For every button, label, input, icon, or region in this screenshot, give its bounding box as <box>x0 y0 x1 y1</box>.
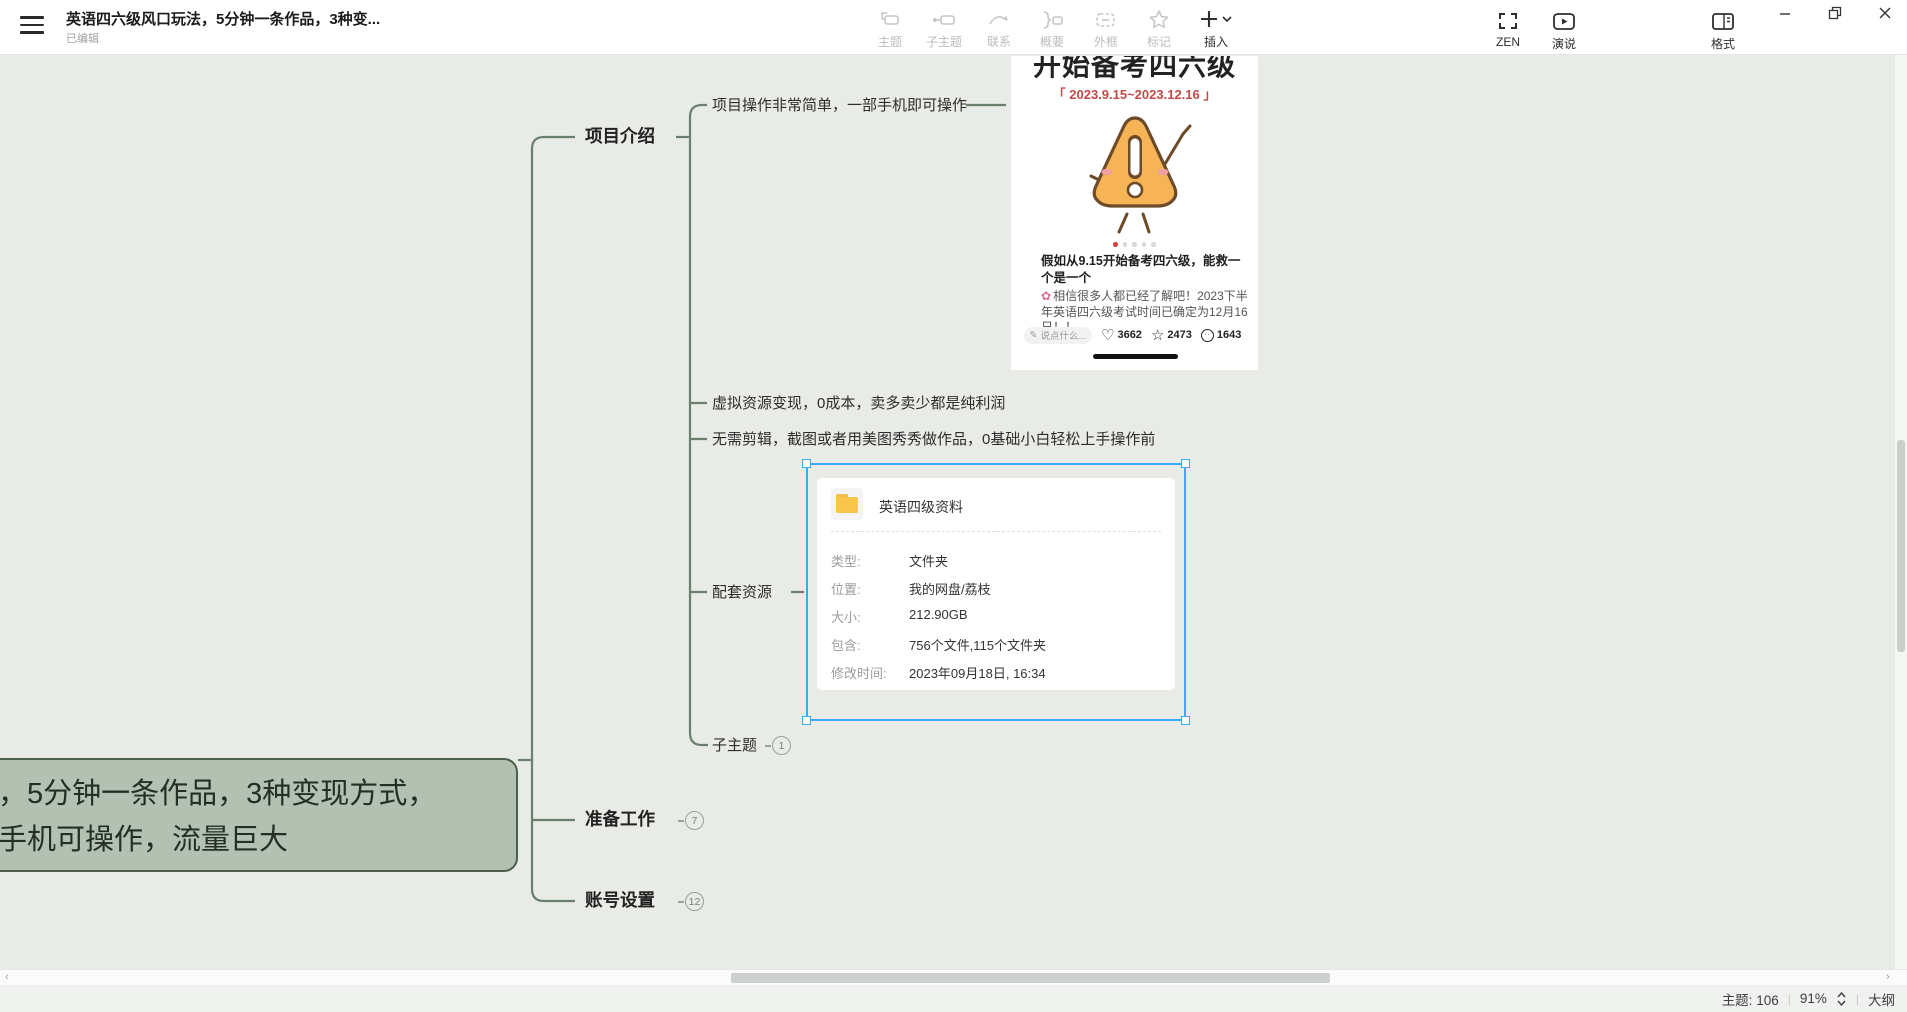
toolbar-insert-button[interactable]: 插入 <box>1190 6 1242 50</box>
format-icon <box>1697 8 1749 34</box>
format-panel-button[interactable]: 格式 <box>1697 8 1749 52</box>
restore-button[interactable] <box>1818 0 1852 26</box>
subtopic-no-editing[interactable]: 无需剪辑，截图或者用美图秀秀做作品，0基础小白轻松上手操作前 <box>712 431 1156 448</box>
toolbar-relationship-button[interactable]: 联系 <box>973 6 1025 50</box>
warning-triangle-mascot <box>1089 116 1192 234</box>
file-info-card[interactable]: 英语四级资料 类型:文件夹 位置:我的网盘/荔枝 大小:212.90GB 包含:… <box>816 477 1176 691</box>
close-button[interactable] <box>1868 0 1902 26</box>
root-topic-node[interactable]: 法，5分钟一条作品，3种变现方式， 辑手机可操作，流量巨大 <box>0 758 518 872</box>
insert-plus-icon <box>1190 6 1242 32</box>
close-icon <box>1879 7 1891 19</box>
subtopic-bundled-resources[interactable]: 配套资源 <box>712 584 773 601</box>
attached-post-image[interactable]: 开始备考四六级 「 2023.9.15~2023.12.16 」 假如从9.15… <box>1010 55 1259 371</box>
zen-icon <box>1482 8 1534 34</box>
zoom-stepper[interactable] <box>1836 991 1847 1007</box>
toolbar-boundary-button[interactable]: 外框 <box>1080 6 1132 50</box>
subtopic-child-topic[interactable]: 子主题 <box>712 737 758 754</box>
toolbar-subtopic-button[interactable]: 子主题 <box>918 6 970 50</box>
horizontal-scrollbar-thumb[interactable] <box>731 973 1330 983</box>
scroll-right-icon[interactable]: › <box>1886 971 1890 983</box>
star-icon: ☆ <box>1150 326 1165 344</box>
file-row-modified: 修改时间:2023年09月18日, 16:34 <box>831 666 1046 681</box>
file-row-location: 位置:我的网盘/荔枝 <box>831 582 991 597</box>
selection-handle-top-right[interactable] <box>1181 459 1190 468</box>
collapse-badge-preparation[interactable]: 7 <box>678 811 704 830</box>
relationship-icon <box>973 6 1025 32</box>
topic-count: 主题: 106 <box>1721 992 1779 1008</box>
home-indicator <box>1093 354 1178 359</box>
document-status: 已编辑 <box>66 33 99 45</box>
pencil-icon: ✎ <box>1029 329 1038 341</box>
subtopic-virtual-resources[interactable]: 虚拟资源变现，0成本，卖多卖少都是纯利润 <box>712 395 1006 412</box>
present-play-icon <box>1538 8 1590 34</box>
heart-icon: ♡ <box>1101 326 1115 344</box>
subtopic-icon <box>918 6 970 32</box>
summary-icon <box>1026 6 1078 32</box>
zen-mode-button[interactable]: ZEN <box>1482 8 1534 49</box>
document-title: 英语四六级风口玩法，5分钟一条作品，3种变... <box>66 11 381 28</box>
post-clipped-heading: 开始备考四六级 <box>1032 55 1236 81</box>
file-row-size: 大小:212.90GB <box>831 607 968 625</box>
folder-icon <box>831 488 863 520</box>
topic-icon <box>864 6 916 32</box>
scroll-left-icon[interactable]: ‹ <box>5 971 9 983</box>
topic-preparation[interactable]: 准备工作 <box>585 809 655 829</box>
zoom-up-down-icon <box>1837 991 1846 1006</box>
post-date-range: 「 2023.9.15~2023.12.16 」 <box>1052 87 1217 102</box>
like-counter[interactable]: ♡ 3662 <box>1101 326 1142 344</box>
comment-bubble-icon: ·· <box>1200 328 1214 342</box>
zoom-level[interactable]: 91% <box>1799 991 1827 1006</box>
file-name: 英语四级资料 <box>879 499 963 515</box>
horizontal-scrollbar[interactable]: ‹ › <box>0 969 1907 985</box>
post-pagination-dots <box>1011 242 1258 247</box>
root-topic-line2: 辑手机可操作，流量巨大 <box>0 824 289 856</box>
subtopic-easy-operation[interactable]: 项目操作非常简单，一部手机即可操作 <box>712 97 968 114</box>
file-row-contains: 包含:756个文件,115个文件夹 <box>831 638 1047 653</box>
selection-box[interactable] <box>802 459 1190 725</box>
file-row-type: 类型:文件夹 <box>831 554 949 569</box>
selection-handle-bottom-left[interactable] <box>802 716 811 725</box>
comment-placeholder: 说点什么... <box>1040 331 1087 342</box>
flower-icon: ✿ <box>1041 289 1052 303</box>
title-bar: 英语四六级风口玩法，5分钟一条作品，3种变... 已编辑 主题 子主题 联系 <box>0 0 1907 55</box>
post-title: 假如从9.15开始备考四六级，能救一个是一个 <box>1041 254 1241 285</box>
collapse-badge-account[interactable]: 12 <box>678 892 704 911</box>
collapse-badge-child-topic[interactable]: 1 <box>765 736 791 755</box>
minimize-icon <box>1780 13 1790 15</box>
vertical-scrollbar[interactable] <box>1895 55 1907 969</box>
minimize-button[interactable] <box>1768 0 1802 26</box>
menu-icon[interactable] <box>20 16 44 36</box>
topic-project-intro[interactable]: 项目介绍 <box>585 126 655 146</box>
boundary-icon <box>1080 6 1132 32</box>
outline-view-button[interactable]: 大纲 <box>1868 992 1895 1008</box>
post-engagement-bar: ✎ 说点什么... ♡ 3662 ☆ 2473 ·· 1643 <box>1024 324 1248 346</box>
marker-star-icon <box>1133 6 1185 32</box>
restore-icon <box>1828 6 1842 20</box>
comment-input-pill[interactable]: ✎ 说点什么... <box>1024 326 1092 344</box>
toolbar-summary-button[interactable]: 概要 <box>1026 6 1078 50</box>
card-divider <box>831 531 1161 532</box>
topic-account-setup[interactable]: 账号设置 <box>585 890 655 910</box>
toolbar-topic-button[interactable]: 主题 <box>864 6 916 50</box>
mindmap-connections <box>518 103 1006 903</box>
root-topic-line1: 法，5分钟一条作品，3种变现方式， <box>0 778 437 810</box>
comment-counter[interactable]: ·· 1643 <box>1200 328 1241 342</box>
vertical-scrollbar-thumb[interactable] <box>1897 440 1905 652</box>
status-bar: 主题: 106 | 91% | 大纲 <box>0 985 1907 1012</box>
present-button[interactable]: 演说 <box>1538 8 1590 52</box>
toolbar-marker-button[interactable]: 标记 <box>1133 6 1185 50</box>
favorite-counter[interactable]: ☆ 2473 <box>1150 326 1192 344</box>
selection-handle-top-left[interactable] <box>802 459 811 468</box>
selection-handle-bottom-right[interactable] <box>1181 716 1190 725</box>
mindmap-canvas[interactable]: 法，5分钟一条作品，3种变现方式， 辑手机可操作，流量巨大 项目介绍 准备工作 … <box>0 55 1907 969</box>
